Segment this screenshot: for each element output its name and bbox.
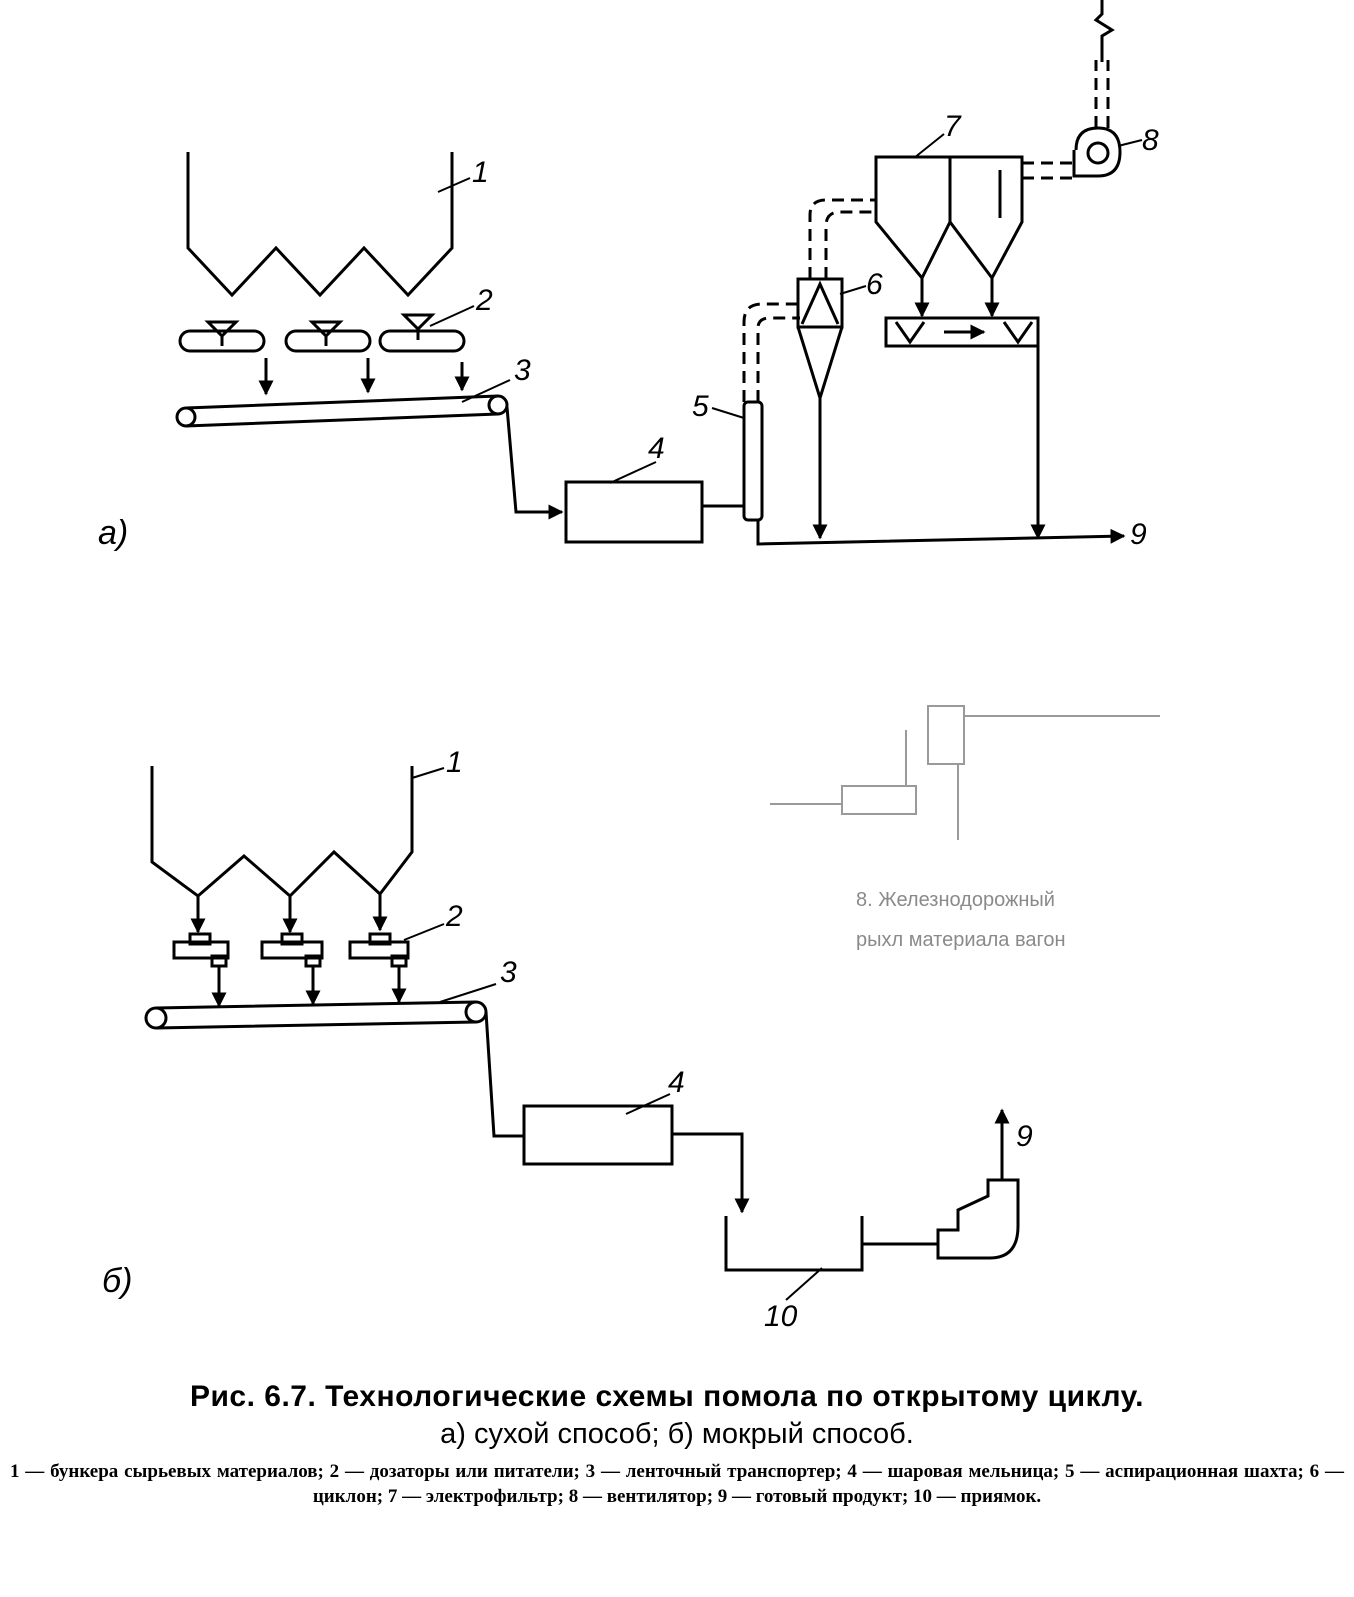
label-1-b: 1 [446, 746, 463, 779]
label-3-b: 3 [500, 956, 517, 989]
label-3-a: 3 [514, 354, 531, 387]
label-6-a: 6 [866, 268, 883, 301]
caption-legend: 1 — бункера сырьевых материалов; 2 — доз… [10, 1461, 1344, 1507]
cyclone-a [796, 277, 867, 404]
diagram-b: 1 2 3 4 9 10 б) [102, 746, 1033, 1333]
screw-conveyor-a [884, 316, 1040, 348]
label-10-b: 10 [764, 1300, 798, 1333]
label-4-b: 4 [668, 1066, 685, 1099]
fan-a [1072, 126, 1143, 178]
panel-label-a: а) [98, 514, 128, 552]
ghost-text-2: рыхл материала вагон [856, 929, 1066, 951]
panel-label-b: б) [102, 1262, 132, 1300]
ball-mill-b [522, 1093, 674, 1166]
hoppers-b [150, 766, 445, 899]
label-8-a: 8 [1142, 124, 1159, 157]
label-9-b: 9 [1016, 1120, 1033, 1153]
bleed-through-ghost: 8. Железнодорожный рыхл материала вагон [770, 705, 1160, 951]
label-1-a: 1 [472, 156, 489, 189]
process-diagram: 1 2 3 4 5 6 7 8 9 а) 8. Железнодорожный … [98, 0, 1160, 1333]
label-7-a: 7 [944, 110, 962, 143]
ghost-text-1: 8. Железнодорожный [856, 889, 1055, 911]
sump-b [724, 1216, 864, 1301]
belt-conveyor-a [175, 379, 511, 428]
label-5-a: 5 [692, 390, 709, 423]
aspiration-shaft-a [711, 400, 764, 522]
pump-b [936, 1178, 1020, 1260]
label-4-a: 4 [648, 432, 665, 465]
caption-title: Рис. 6.7. Технологические схемы помола п… [189, 1380, 1144, 1413]
label-2-a: 2 [475, 284, 493, 317]
diagram-a: 1 2 3 4 5 6 7 8 9 а) [98, 0, 1159, 552]
feeders-a [178, 305, 475, 353]
figure-caption: Рис. 6.7. Технологические схемы помола п… [0, 1380, 1354, 1509]
electrofilter-a [874, 133, 1024, 281]
ball-mill-a [564, 461, 704, 544]
hoppers-a [186, 152, 471, 298]
feeders-b [172, 923, 445, 968]
caption-subtitle: а) сухой способ; б) мокрый способ. [440, 1418, 914, 1450]
belt-conveyor-b [144, 983, 497, 1030]
label-9-a: 9 [1130, 518, 1147, 551]
label-2-b: 2 [445, 900, 463, 933]
